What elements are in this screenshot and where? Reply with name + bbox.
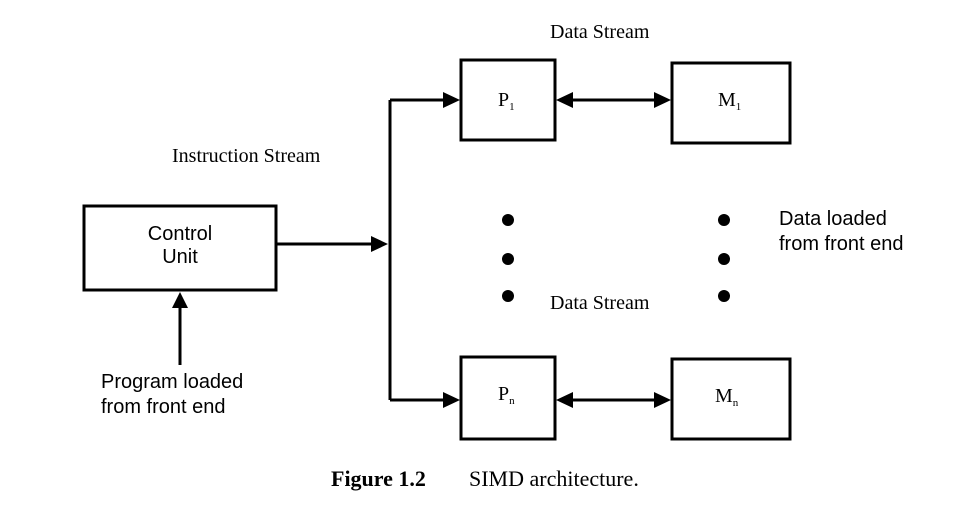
program-input-arrowhead bbox=[172, 292, 188, 308]
p1-m1-arrowhead-right bbox=[654, 92, 671, 108]
memory-m1-label: M1 bbox=[718, 89, 741, 113]
data-stream-top-label: Data Stream bbox=[550, 21, 650, 43]
processor-pn-box bbox=[459, 355, 557, 441]
memory-m1-box bbox=[670, 61, 792, 145]
pn-mn-arrowhead-right bbox=[654, 392, 671, 408]
control-unit-box bbox=[82, 204, 278, 292]
memory-mn-box bbox=[670, 357, 792, 441]
data-loaded-label-line2: from front end bbox=[779, 233, 904, 255]
processor-pn-label: Pn bbox=[498, 383, 515, 407]
memory-mn-label: Mn bbox=[715, 385, 739, 409]
figure-caption-number: Figure 1.2 bbox=[331, 466, 426, 491]
memory-ellipsis-dot-1 bbox=[718, 214, 730, 226]
control-unit-label-line1: Control bbox=[148, 223, 212, 245]
processor-p1-label: P1 bbox=[498, 89, 515, 113]
pn-mn-arrowhead-left bbox=[556, 392, 573, 408]
p1-m1-arrowhead-left bbox=[556, 92, 573, 108]
data-stream-mid-label: Data Stream bbox=[550, 292, 650, 314]
figure-caption-text: SIMD architecture. bbox=[469, 466, 639, 491]
program-loaded-label-line2: from front end bbox=[101, 396, 226, 418]
processor-ellipsis-dot-3 bbox=[502, 290, 514, 302]
memory-ellipsis-dot-2 bbox=[718, 253, 730, 265]
data-loaded-label-line1: Data loaded bbox=[779, 208, 887, 230]
processor-ellipsis-dot-2 bbox=[502, 253, 514, 265]
processor-p1-box bbox=[459, 58, 557, 142]
instruction-arrowhead bbox=[371, 236, 388, 252]
instruction-stream-label: Instruction Stream bbox=[172, 145, 321, 167]
control-unit-label-line2: Unit bbox=[162, 246, 198, 268]
memory-ellipsis-dot-3 bbox=[718, 290, 730, 302]
program-loaded-label-line1: Program loaded bbox=[101, 371, 243, 393]
bus-to-pn-arrowhead bbox=[443, 392, 460, 408]
bus-to-p1-arrowhead bbox=[443, 92, 460, 108]
processor-ellipsis-dot-1 bbox=[502, 214, 514, 226]
